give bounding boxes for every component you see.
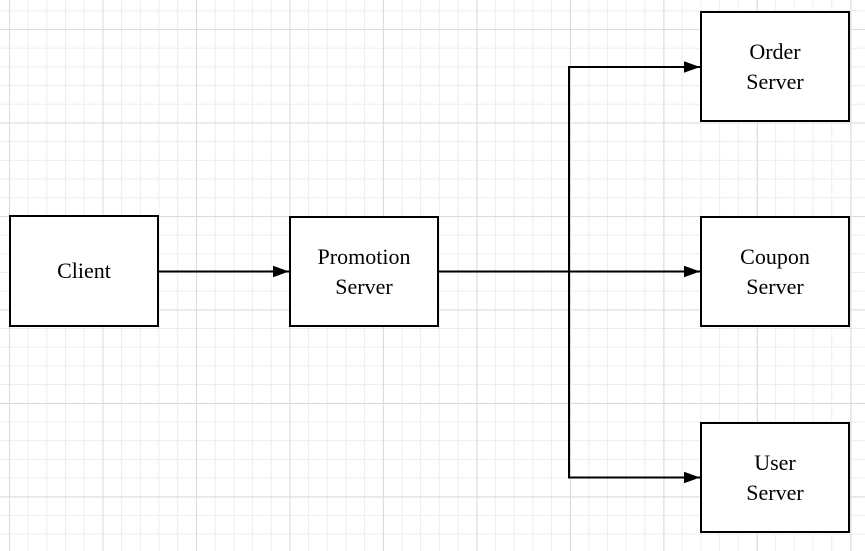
node-user-server[interactable]: User Server xyxy=(700,422,850,533)
node-order-server[interactable]: Order Server xyxy=(700,11,850,122)
edge-promotion-server-to-order-server[interactable] xyxy=(439,61,700,273)
edge-promotion-server-to-user-server[interactable] xyxy=(439,270,700,484)
node-coupon-server[interactable]: Coupon Server xyxy=(700,216,850,327)
node-promotion-server[interactable]: Promotion Server xyxy=(289,216,439,327)
node-user-server-label: User Server xyxy=(746,448,803,508)
node-client-label-line1: Client xyxy=(57,258,111,283)
node-user-server-label-line1: User xyxy=(754,449,796,475)
node-user-server-label-line2: Server xyxy=(746,479,804,505)
node-promotion-server-label-line2: Server xyxy=(335,273,393,299)
node-order-server-label-line2: Server xyxy=(746,68,804,94)
node-promotion-server-label-line1: Promotion xyxy=(317,243,411,269)
node-coupon-server-label-line2: Server xyxy=(746,273,804,299)
node-coupon-server-label: Coupon Server xyxy=(740,242,810,302)
node-coupon-server-label-line1: Coupon xyxy=(740,243,810,269)
node-client[interactable]: Client xyxy=(9,215,159,327)
node-order-server-label: Order Server xyxy=(746,37,803,97)
node-order-server-label-line1: Order xyxy=(749,38,801,64)
node-promotion-server-label: Promotion Server xyxy=(318,242,411,302)
node-client-label: Client xyxy=(57,256,111,286)
